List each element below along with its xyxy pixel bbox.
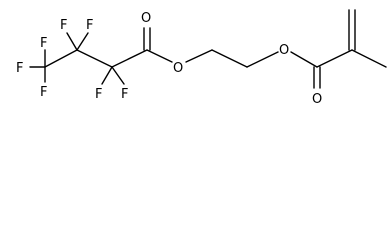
- atom-f3: F: [40, 85, 47, 100]
- bond-c3-f-left: [101, 66, 113, 85]
- atom-o-ester-right: O: [279, 43, 289, 58]
- bond-ch2-o: [246, 51, 279, 68]
- atom-f4: F: [60, 18, 67, 33]
- bond-c4-o-ester: [146, 49, 173, 63]
- bond-c-alpha: [316, 49, 353, 68]
- bond-ch2-ch2: [211, 49, 248, 68]
- atom-f7: F: [121, 87, 128, 102]
- atom-f6: F: [95, 87, 102, 102]
- atom-o-carbonyl-left: O: [141, 11, 151, 26]
- atom-f1: F: [40, 36, 47, 51]
- bond-alpha-methyl: [351, 49, 387, 68]
- bond-c2-f-left: [66, 32, 78, 51]
- bond-c1-c2: [44, 49, 78, 68]
- structure-diagram: F F F F F F F O O O O: [16, 9, 387, 107]
- bond-c3-f-right: [111, 66, 125, 85]
- bond-o-ch2: [185, 49, 213, 63]
- atom-f2: F: [16, 61, 23, 76]
- atom-f5: F: [86, 18, 93, 33]
- bond-o-c-methacryl: [290, 51, 318, 68]
- bond-c2-c3: [76, 49, 113, 68]
- atom-o-carbonyl-right: O: [312, 92, 322, 107]
- bond-c2-f-right: [76, 32, 89, 51]
- bond-c3-c4: [111, 49, 148, 68]
- atom-o-ester-left: O: [173, 61, 183, 76]
